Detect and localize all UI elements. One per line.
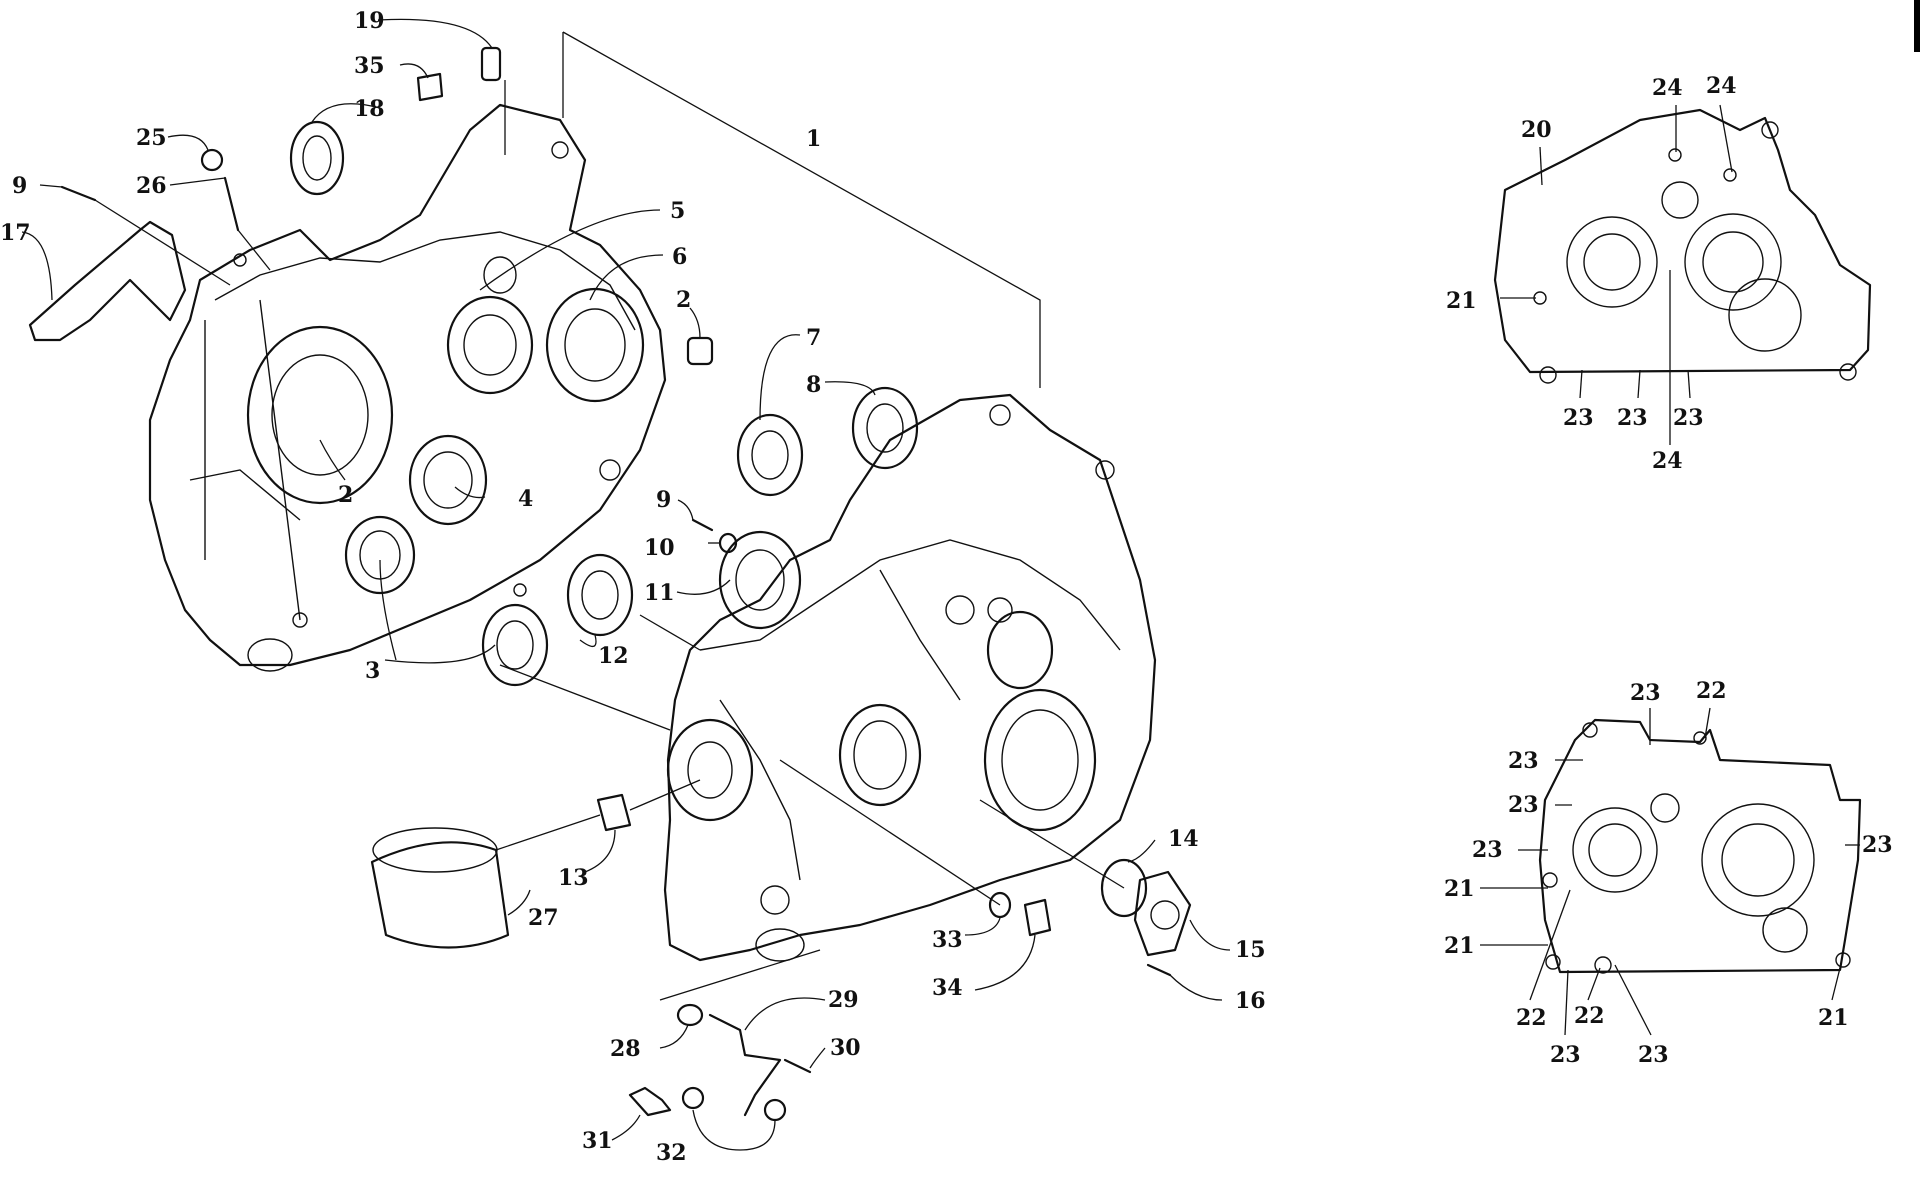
callout-bottom-23d: 23 (1472, 837, 1503, 863)
right-crankcase-half (663, 393, 1157, 962)
callout-6: 6 (672, 244, 687, 270)
callout-19: 19 (354, 8, 385, 34)
bottom-right-inset-case (1538, 718, 1862, 974)
callout-bottom-21b: 21 (1444, 933, 1475, 959)
callout-33: 33 (932, 927, 963, 953)
leader-lines (21, 18, 1231, 1151)
callout-16: 16 (1235, 988, 1266, 1014)
callout-13: 13 (558, 865, 589, 891)
callout-top-24a: 24 (1652, 75, 1683, 101)
callout-29: 29 (828, 987, 859, 1013)
callout-top-24b: 24 (1706, 73, 1737, 99)
callout-34: 34 (932, 975, 963, 1001)
callout-bottom-21c: 21 (1818, 1005, 1849, 1031)
callout-11: 11 (644, 580, 675, 606)
callout-bottom-23f: 23 (1550, 1042, 1581, 1068)
callout-5: 5 (670, 198, 685, 224)
callout-4: 4 (518, 486, 533, 512)
callout-7: 7 (806, 325, 821, 351)
callout-15: 15 (1235, 937, 1266, 963)
callout-2-right: 2 (676, 287, 691, 313)
top-right-inset-case (1493, 108, 1872, 384)
callout-bottom-21a: 21 (1444, 876, 1475, 902)
callout-9-top: 9 (12, 173, 27, 199)
callout-8: 8 (806, 372, 821, 398)
assembly-bracket (562, 31, 1041, 388)
callout-28: 28 (610, 1036, 641, 1062)
edge-mark (1914, 0, 1920, 52)
callout-17: 17 (0, 220, 31, 246)
callout-14: 14 (1168, 826, 1199, 852)
callout-10: 10 (644, 535, 675, 561)
callout-30: 30 (830, 1035, 861, 1061)
callout-12: 12 (598, 643, 629, 669)
callout-top-21: 21 (1446, 288, 1477, 314)
callout-bottom-23b: 23 (1508, 748, 1539, 774)
callout-bottom-23e: 23 (1862, 832, 1893, 858)
callout-top-23a: 23 (1563, 405, 1594, 431)
callout-bottom-22c: 22 (1574, 1003, 1605, 1029)
callouts-bottom-right: 23 22 23 23 23 23 21 21 22 22 23 23 21 (1444, 678, 1893, 1068)
callout-top-24c: 24 (1652, 448, 1683, 474)
callout-top-23b: 23 (1617, 405, 1648, 431)
callout-3: 3 (365, 658, 380, 684)
callout-bottom-22a: 22 (1696, 678, 1727, 704)
callouts-top-right: 24 24 20 21 23 23 23 24 (1446, 73, 1737, 474)
callout-9-mid: 9 (656, 487, 671, 513)
callout-top-20: 20 (1521, 117, 1552, 143)
callout-bottom-22b: 22 (1516, 1005, 1547, 1031)
callout-bottom-23c: 23 (1508, 792, 1539, 818)
callout-25: 25 (136, 125, 167, 151)
bottom-right-inset-leaders (1480, 707, 1860, 1036)
callout-27: 27 (528, 905, 559, 931)
left-crankcase-half (148, 103, 667, 672)
callout-top-23c: 23 (1673, 405, 1704, 431)
callout-18: 18 (354, 96, 385, 122)
callout-35: 35 (354, 53, 385, 79)
callout-26: 26 (136, 173, 167, 199)
callout-1: 1 (806, 126, 821, 152)
callout-bottom-23a: 23 (1630, 680, 1661, 706)
loose-parts (28, 46, 1192, 1122)
callout-31: 31 (582, 1128, 613, 1154)
top-right-inset-leaders (1500, 104, 1733, 445)
callouts-main: 19 35 18 25 26 9 17 1 5 6 2 2 7 8 4 9 10… (0, 8, 1266, 1166)
callout-32: 32 (656, 1140, 687, 1166)
callout-2-left: 2 (338, 482, 353, 508)
callout-bottom-23g: 23 (1638, 1042, 1669, 1068)
